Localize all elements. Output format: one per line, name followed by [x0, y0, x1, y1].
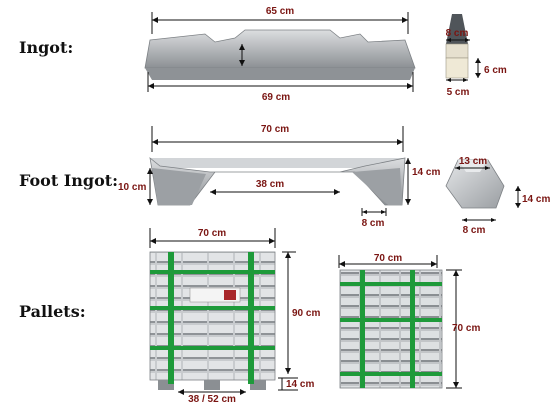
label-pallets: Pallets:: [19, 302, 86, 321]
pallet-left-foot-height: 14 cm: [286, 379, 314, 390]
pallet-left-width: 70 cm: [198, 228, 226, 239]
foot-ingot-end-dimensions: [455, 166, 521, 222]
ingot-bottom-length: 69 cm: [262, 92, 290, 103]
foot-ingot-end-bottom-width: 8 cm: [463, 225, 486, 236]
pallet-right-image: [339, 269, 443, 389]
pallet-left-height: 90 cm: [292, 308, 320, 319]
pallet-left-image: [149, 251, 276, 390]
pallet-left-foot-spacing: 38 / 52 cm: [188, 394, 236, 405]
foot-ingot-end-height: 14 cm: [522, 194, 550, 205]
pallet-left-foot-height-dimension: [278, 377, 298, 391]
ingot-bottom-dimension: [147, 72, 414, 92]
foot-ingot-right-height: 14 cm: [412, 167, 440, 178]
ingot-top-length: 65 cm: [266, 6, 294, 17]
foot-ingot-end-view: [445, 159, 505, 209]
foot-ingot-image: [149, 157, 406, 206]
ingot-height-arrow: [239, 44, 245, 66]
foot-ingot-inner-span-dimension: [210, 189, 340, 195]
label-foot-ingot: Foot Ingot:: [19, 171, 119, 190]
ingot-end-height: 6 cm: [484, 65, 507, 76]
ingot-end-view: [445, 14, 469, 79]
foot-ingot-left-height-dimension: [147, 168, 153, 205]
ingot-image: [144, 29, 416, 80]
pallet-right-width-dimension: [338, 255, 438, 268]
ingot-end-top-width: 8 cm: [446, 28, 469, 39]
foot-ingot-length-dimension: [151, 126, 404, 152]
ingot-top-dimension: [151, 12, 409, 34]
foot-ingot-foot-dimension: [361, 208, 387, 216]
pallet-left-height-dimension: [282, 251, 296, 374]
ingot-end-bottom-width: 5 cm: [447, 87, 470, 98]
pallet-left-width-dimension: [149, 228, 276, 248]
label-ingot: Ingot:: [19, 38, 74, 57]
foot-ingot-right-height-dimension: [405, 158, 411, 205]
foot-ingot-foot-width: 8 cm: [362, 218, 385, 229]
foot-ingot-inner-span: 38 cm: [256, 179, 284, 190]
pallet-left-foot-spacing-dimension: [178, 389, 246, 395]
ingot-end-dimensions: [446, 38, 481, 82]
pallet-right-height: 70 cm: [452, 323, 480, 334]
pallet-right-height-dimension: [446, 269, 462, 389]
foot-ingot-end-top-width: 13 cm: [459, 156, 487, 167]
foot-ingot-left-height: 10 cm: [118, 182, 146, 193]
pallet-right-width: 70 cm: [374, 253, 402, 264]
foot-ingot-length: 70 cm: [261, 124, 289, 135]
